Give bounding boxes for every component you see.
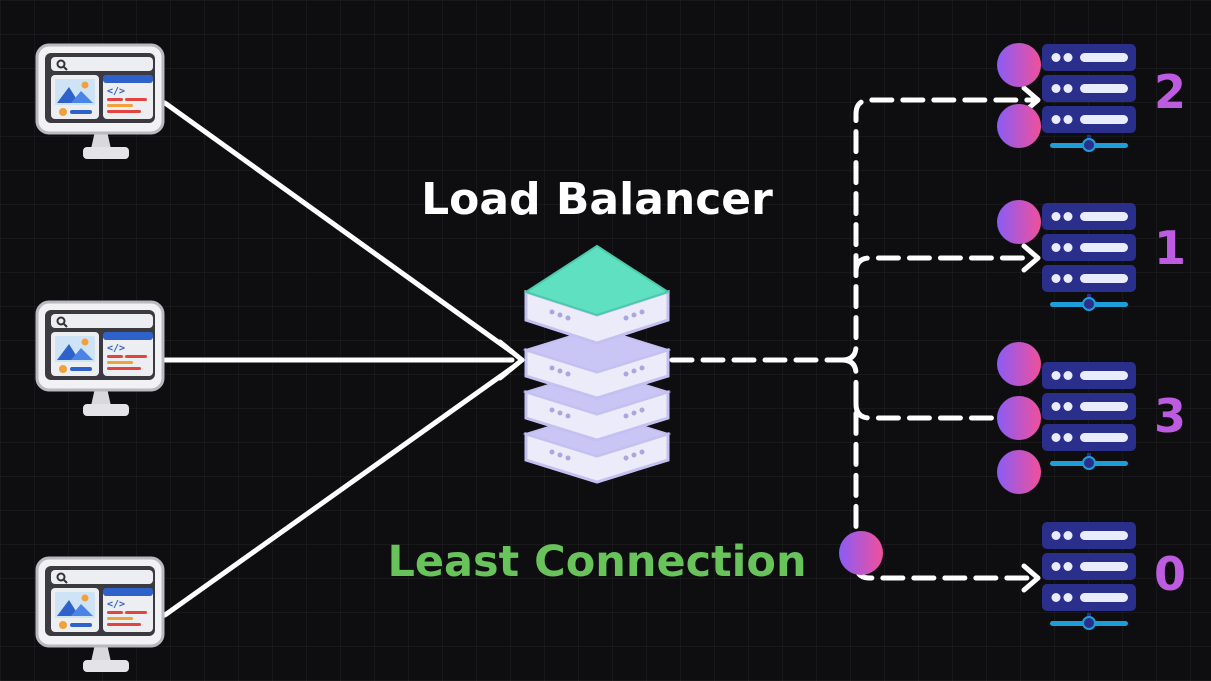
connection-count: 0: [1154, 547, 1186, 601]
arrowhead-server-4: [1021, 563, 1041, 593]
client-group: </> </> </>: [35, 43, 165, 672]
connection-dot: [997, 342, 1041, 386]
client-arrowhead: [497, 339, 525, 381]
client-computer-icon: </>: [35, 556, 165, 672]
load-balancer-icon: [522, 244, 672, 484]
svg-text:</>: </>: [107, 599, 125, 610]
connection-count: 3: [1154, 389, 1186, 443]
server-rack-icon: [1042, 203, 1136, 311]
algorithm-label: Least Connection: [387, 537, 806, 587]
load-balancer-title: Load Balancer: [421, 174, 773, 225]
connection-dots: [997, 43, 1041, 494]
connection-dot: [997, 450, 1041, 494]
server-rack-icon: [1042, 522, 1136, 630]
connection-dot: [997, 104, 1041, 148]
bracket-top: [839, 97, 1035, 363]
connection-counts: 2 1 3 0: [1154, 65, 1186, 601]
connection-dot: [997, 43, 1041, 87]
svg-text:</>: </>: [107, 86, 125, 97]
connection-count: 2: [1154, 65, 1186, 119]
lb-layer-2: [522, 326, 672, 400]
client-1-link: [162, 100, 515, 355]
arrowhead-server-2: [1021, 243, 1041, 273]
server-rack-icon: [1042, 362, 1136, 470]
client-3-link: [162, 365, 515, 618]
server-rack-icon: [1042, 44, 1136, 152]
branch-server-2: [853, 255, 1035, 275]
connection-dot: [997, 396, 1041, 440]
connection-count: 1: [1154, 221, 1186, 275]
svg-text:</>: </>: [107, 343, 125, 354]
server-routing: [669, 85, 1041, 593]
client-connections: [162, 100, 525, 618]
branch-server-3: [853, 401, 1035, 421]
bracket-bottom: [839, 357, 1035, 581]
lb-layer-1: [523, 244, 671, 345]
connection-dot: [997, 200, 1041, 244]
pending-connection-dot: [839, 531, 883, 575]
client-computer-icon: </>: [35, 300, 165, 416]
client-computer-icon: </>: [35, 43, 165, 159]
server-group: [1042, 44, 1136, 630]
